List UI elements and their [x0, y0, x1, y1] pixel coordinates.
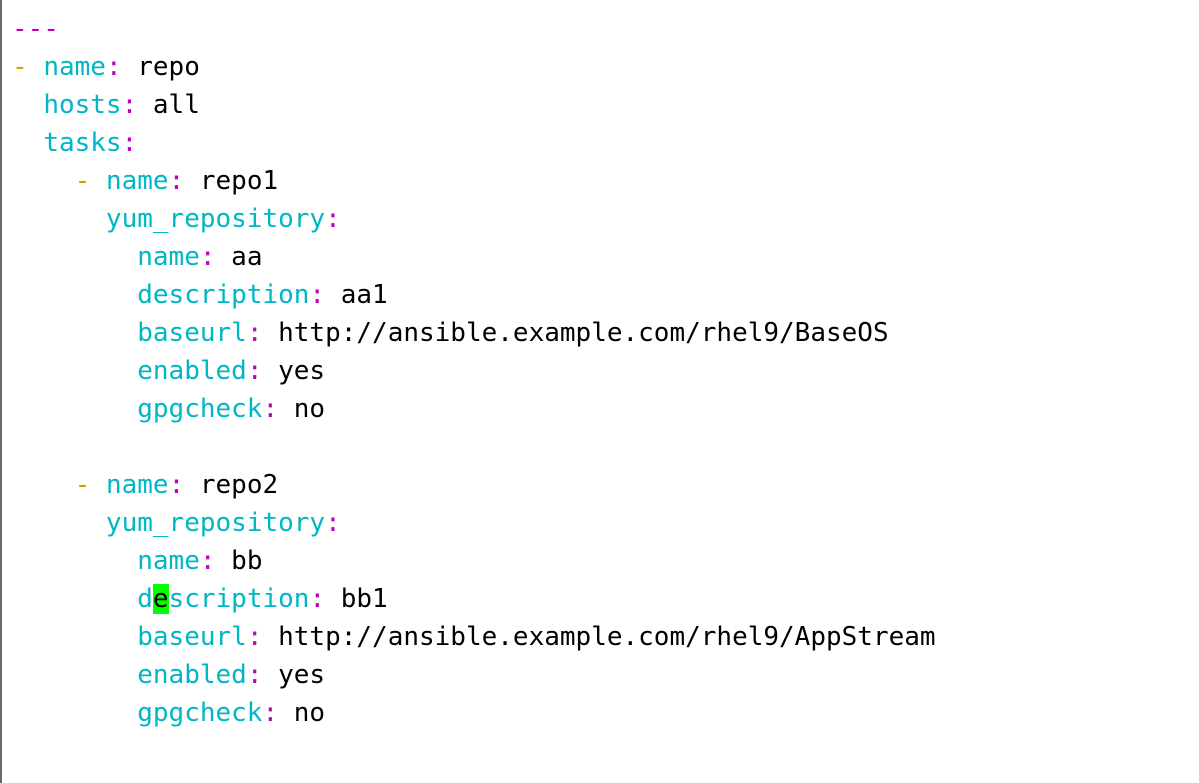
yaml-colon: :: [168, 470, 185, 500]
yaml-key: name: [105, 166, 169, 196]
yaml-value: http://ansible.example.com/rhel9/BaseOS: [278, 318, 889, 348]
yaml-key: gpgcheck: [137, 698, 263, 728]
code-line[interactable]: - name: repo1: [12, 162, 936, 200]
yaml-colon: :: [262, 698, 279, 728]
yaml-colon: :: [199, 242, 216, 272]
yaml-colon: :: [168, 166, 185, 196]
yaml-key: name: [43, 52, 106, 82]
code-line[interactable]: enabled: yes: [12, 352, 936, 390]
yaml-value: yes: [278, 660, 326, 690]
yaml-key: gpgcheck: [137, 394, 263, 424]
yaml-colon: :: [199, 546, 216, 576]
code-line[interactable]: enabled: yes: [12, 656, 936, 694]
yaml-key: yum_repository: [105, 204, 326, 234]
code-line[interactable]: description: bb1: [12, 580, 936, 618]
yaml-colon: :: [121, 128, 138, 158]
code-line[interactable]: gpgcheck: no: [12, 694, 936, 732]
yaml-value: repo2: [199, 470, 279, 500]
yaml-value: repo1: [199, 166, 279, 196]
yaml-key: name: [105, 470, 169, 500]
yaml-colon: :: [246, 318, 263, 348]
yaml-list-dash: -: [74, 166, 106, 196]
code-line[interactable]: name: aa: [12, 238, 936, 276]
yaml-value: bb1: [340, 584, 388, 614]
code-line[interactable]: - name: repo2: [12, 466, 936, 504]
yaml-colon: :: [309, 280, 326, 310]
yaml-key: enabled: [137, 660, 247, 690]
yaml-value: http://ansible.example.com/rhel9/AppStre…: [278, 622, 936, 652]
yaml-key: baseurl: [137, 318, 247, 348]
yaml-colon: :: [105, 52, 122, 82]
yaml-key: description: [137, 584, 310, 614]
yaml-value: aa1: [340, 280, 388, 310]
text-cursor: e: [152, 584, 169, 614]
yaml-value: all: [152, 90, 200, 120]
yaml-key: description: [137, 280, 310, 310]
code-line[interactable]: yum_repository:: [12, 504, 936, 542]
yaml-list-dash: -: [12, 52, 44, 82]
yaml-value: aa: [231, 242, 263, 272]
yaml-colon: :: [121, 90, 138, 120]
yaml-colon: :: [246, 660, 263, 690]
yaml-key: tasks: [43, 128, 122, 158]
code-line[interactable]: - name: repo: [12, 48, 936, 86]
yaml-value: no: [293, 698, 326, 728]
yaml-key: hosts: [43, 90, 122, 120]
code-line[interactable]: baseurl: http://ansible.example.com/rhel…: [12, 618, 936, 656]
yaml-key: name: [137, 546, 200, 576]
yaml-key: name: [137, 242, 200, 272]
code-line[interactable]: ---: [12, 10, 936, 48]
code-area[interactable]: ---- name: repo hosts: all tasks: - name…: [12, 10, 936, 732]
yaml-colon: :: [309, 584, 326, 614]
yaml-key: baseurl: [137, 622, 247, 652]
yaml-key: enabled: [137, 356, 247, 386]
yaml-value: yes: [278, 356, 326, 386]
code-line[interactable]: name: bb: [12, 542, 936, 580]
code-line[interactable]: gpgcheck: no: [12, 390, 936, 428]
editor-left-border: [0, 0, 2, 783]
code-line[interactable]: hosts: all: [12, 86, 936, 124]
code-line[interactable]: tasks:: [12, 124, 936, 162]
code-line[interactable]: [12, 428, 936, 466]
yaml-colon: :: [262, 394, 279, 424]
yaml-value: bb: [231, 546, 263, 576]
yaml-value: repo: [137, 52, 200, 82]
yaml-colon: :: [325, 508, 341, 538]
yaml-key: yum_repository: [105, 508, 326, 538]
yaml-document-start: ---: [12, 14, 59, 44]
code-line[interactable]: baseurl: http://ansible.example.com/rhel…: [12, 314, 936, 352]
code-line[interactable]: description: aa1: [12, 276, 936, 314]
yaml-list-dash: -: [74, 470, 106, 500]
yaml-colon: :: [246, 622, 263, 652]
yaml-colon: :: [246, 356, 263, 386]
yaml-colon: :: [325, 204, 341, 234]
yaml-value: no: [293, 394, 326, 424]
code-line[interactable]: yum_repository:: [12, 200, 936, 238]
